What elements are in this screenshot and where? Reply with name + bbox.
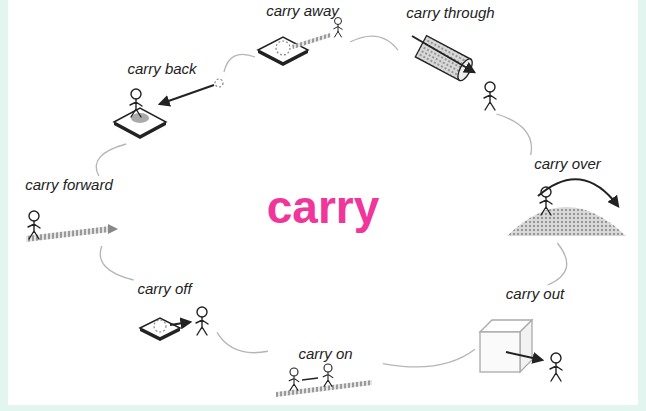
phrase-node: carry forward: [10, 176, 128, 246]
phrase-label: carry away: [255, 2, 350, 19]
phrase-node: carry through: [398, 4, 503, 114]
phrase-node: carry out: [475, 285, 595, 395]
ring-line: [548, 243, 567, 285]
ring-line: [96, 144, 126, 176]
phrase-label: carry forward: [10, 176, 128, 193]
title: carry: [267, 180, 380, 234]
phrase-node: carry off: [112, 280, 217, 346]
phrase-label: carry back: [100, 60, 224, 77]
phrase-label: carry on: [268, 345, 383, 362]
ring-line: [224, 54, 255, 72]
phrase-label: carry out: [475, 285, 595, 302]
phrase-label: carry over: [505, 155, 630, 172]
ring-line: [496, 114, 531, 155]
phrase-node: carry back: [100, 60, 224, 144]
ring-line: [350, 36, 398, 50]
phrase-label: carry through: [398, 4, 503, 21]
phrase-node: carry away: [255, 2, 350, 66]
phrase-label: carry off: [112, 280, 217, 297]
ring-line: [217, 332, 268, 352]
phrase-node: carry on: [268, 345, 383, 400]
ring-line: [383, 349, 475, 367]
title-box: carry: [230, 175, 416, 239]
phrase-node: carry over: [505, 155, 630, 243]
ring-line: [100, 246, 133, 280]
